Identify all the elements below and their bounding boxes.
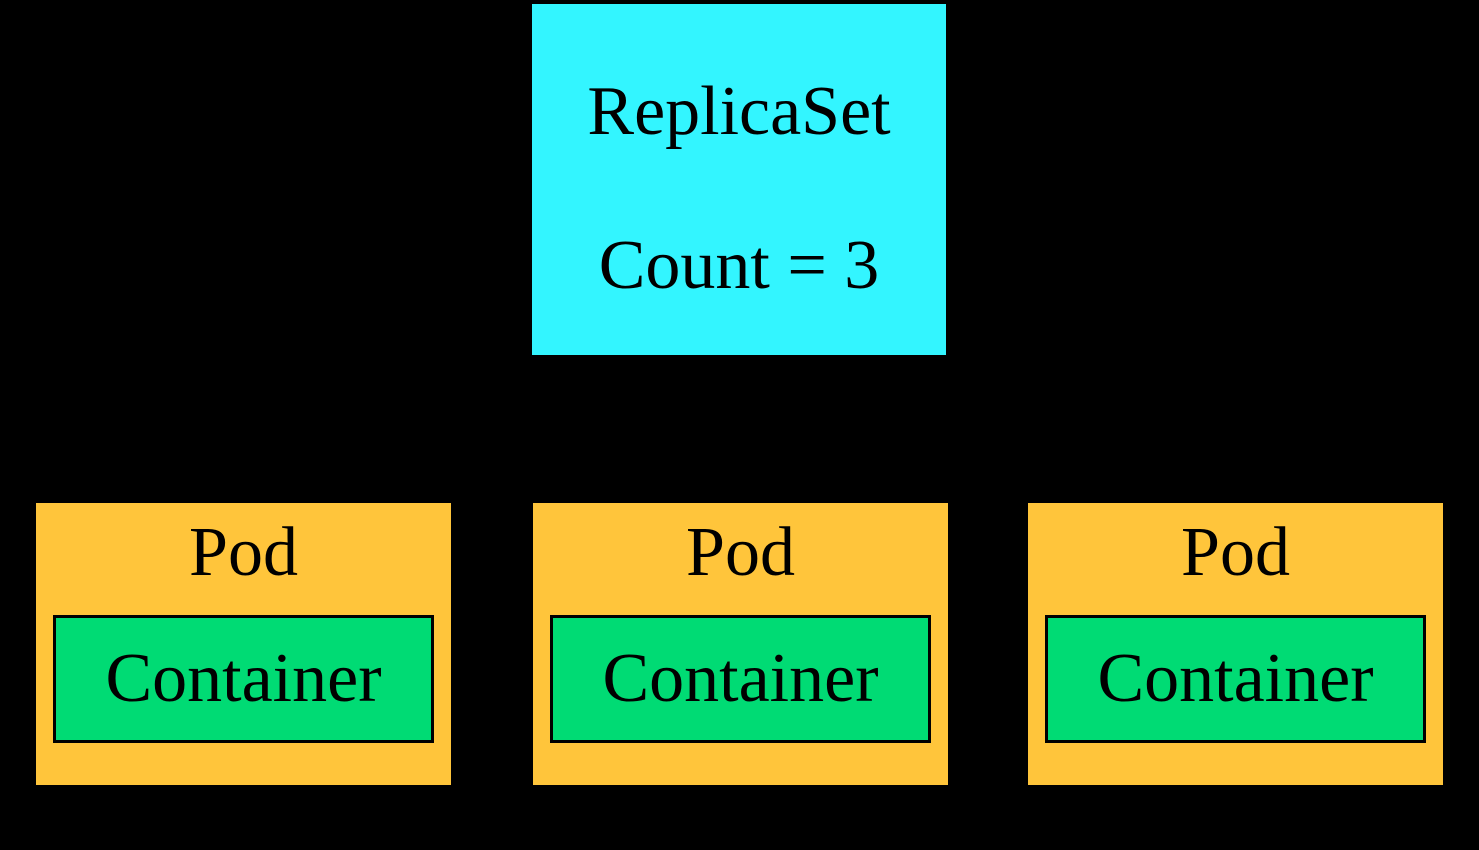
replicaset-label: ReplicaSet xyxy=(587,73,891,150)
container-node: Container xyxy=(550,615,931,743)
container-node: Container xyxy=(53,615,434,743)
container-label: Container xyxy=(602,640,879,717)
pod-node-3: Pod Container xyxy=(1028,503,1443,785)
pod-node-2: Pod Container xyxy=(533,503,948,785)
container-node: Container xyxy=(1045,615,1426,743)
pod-label: Pod xyxy=(189,514,298,591)
container-label: Container xyxy=(1097,640,1374,717)
container-label: Container xyxy=(105,640,382,717)
pod-label: Pod xyxy=(1181,514,1290,591)
pod-node-1: Pod Container xyxy=(36,503,451,785)
replicaset-node: ReplicaSet Count = 3 xyxy=(532,4,946,355)
pod-label: Pod xyxy=(686,514,795,591)
replicaset-count-label: Count = 3 xyxy=(598,227,880,304)
